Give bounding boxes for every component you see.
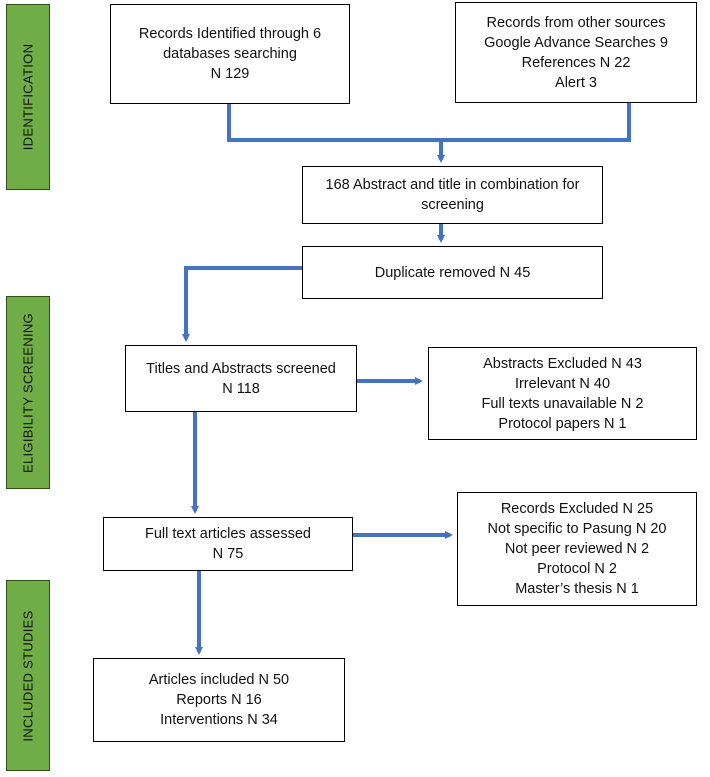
box-duplicates-removed: Duplicate removed N 45 [302,246,603,299]
box-records-excluded: Records Excluded N 25 Not specific to Pa… [457,492,697,606]
box-articles-included: Articles included N 50 Reports N 16 Inte… [93,658,345,742]
box-titles-abstracts-screened: Titles and Abstracts screened N 118 [125,345,357,412]
connector-databases [227,104,441,142]
phase-eligibility-screening: ELIGIBILITY SCREENING [6,296,50,489]
box-abstracts-excluded: Abstracts Excluded N 43 Irrelevant N 40 … [428,347,697,440]
phase-included-studies: INCLUDED STUDIES [6,580,50,771]
box-database-records: Records Identified through 6 databases s… [110,4,350,104]
arrow-to-screened [182,266,304,342]
box-combined-screening: 168 Abstract and title in combination fo… [302,166,603,224]
phase-identification: IDENTIFICATION [6,4,50,190]
connector-other-sources [441,103,631,142]
box-other-sources: Records from other sources Google Advanc… [455,2,697,103]
box-fulltext-assessed: Full text articles assessed N 75 [103,517,353,571]
